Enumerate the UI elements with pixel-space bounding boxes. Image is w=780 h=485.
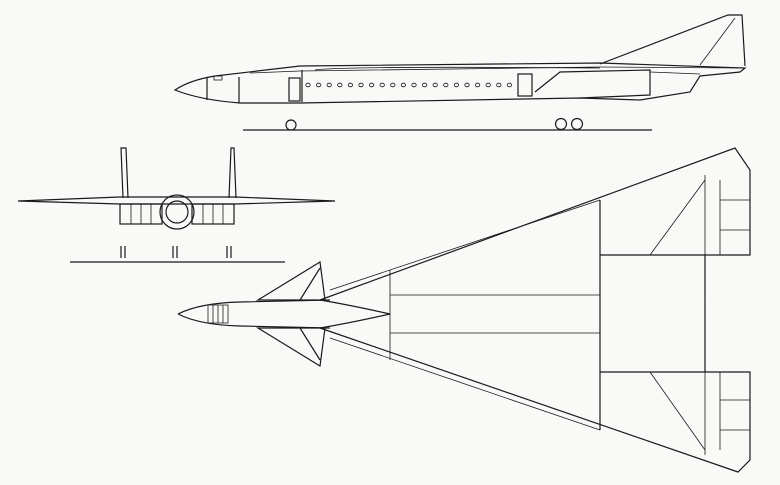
front-nacelle-dividers xyxy=(130,204,224,224)
side-window xyxy=(337,82,343,88)
top-elevon-lower xyxy=(649,371,750,455)
side-window xyxy=(400,82,406,88)
front-view xyxy=(17,147,336,263)
side-view xyxy=(173,14,747,131)
side-window xyxy=(453,82,459,88)
side-fuselage-spine xyxy=(249,66,746,74)
front-gear xyxy=(120,246,232,258)
side-main-wheel-front xyxy=(554,117,568,131)
side-fin-root xyxy=(699,17,736,66)
side-window xyxy=(474,82,481,88)
top-fuselage-body xyxy=(389,270,600,360)
side-window xyxy=(347,82,353,88)
side-window xyxy=(358,82,364,88)
side-nose-wheel xyxy=(285,119,297,131)
side-window xyxy=(421,82,428,88)
side-nacelle-line xyxy=(649,71,701,75)
top-wing-chord-lines xyxy=(329,199,601,431)
side-rear-door xyxy=(517,73,533,97)
side-intake-line xyxy=(314,66,601,71)
side-window xyxy=(432,82,438,88)
top-fuselage-nose xyxy=(177,299,331,329)
side-cockpit-window xyxy=(213,75,223,81)
side-tail-fin xyxy=(599,14,746,67)
top-wing-apex xyxy=(319,299,391,329)
top-canard-lower xyxy=(255,327,326,367)
side-window xyxy=(464,82,470,88)
top-delta-wing xyxy=(319,147,751,473)
top-cockpit xyxy=(207,304,229,324)
side-window xyxy=(485,82,491,88)
side-window xyxy=(379,82,385,88)
side-window xyxy=(496,82,502,88)
side-main-wheel-rear xyxy=(570,117,584,131)
top-view xyxy=(177,147,751,473)
side-window xyxy=(390,82,396,88)
side-window xyxy=(305,82,311,88)
front-fin-right xyxy=(228,147,237,199)
top-canard-upper xyxy=(255,261,326,301)
side-front-door xyxy=(288,77,301,102)
front-radome xyxy=(165,200,189,224)
side-window xyxy=(443,82,449,88)
side-window xyxy=(368,82,375,88)
top-engine-box xyxy=(599,200,705,430)
front-fin-left xyxy=(120,147,129,199)
side-nacelle xyxy=(534,69,651,99)
side-window xyxy=(411,82,417,88)
side-window xyxy=(315,82,322,88)
side-fuselage-outline xyxy=(173,62,747,104)
front-fuselage xyxy=(159,194,195,230)
side-window xyxy=(326,82,332,88)
side-window xyxy=(506,82,512,88)
top-elevon-upper xyxy=(649,175,750,256)
side-windows xyxy=(305,82,512,88)
